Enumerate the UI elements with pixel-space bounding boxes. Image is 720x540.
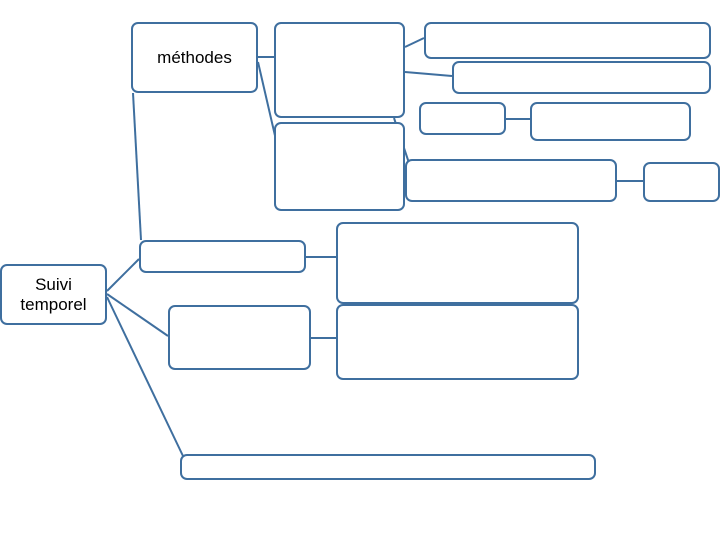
node-box-bottom-wide[interactable] bbox=[180, 454, 596, 480]
node-suivi-temporel[interactable]: Suivi temporel bbox=[0, 264, 107, 325]
node-box-mid-left-1[interactable] bbox=[139, 240, 306, 273]
node-box-right-lower-wide[interactable] bbox=[405, 159, 617, 202]
node-box-center-upper[interactable] bbox=[336, 222, 579, 304]
node-methodes[interactable]: méthodes bbox=[131, 22, 258, 93]
node-box-right-mid-small[interactable] bbox=[419, 102, 506, 135]
connector-box-top-branch-1-to-box-right-top-2 bbox=[404, 71, 453, 77]
connector-suivi-temporel-to-box-mid-left-1 bbox=[106, 258, 140, 292]
node-box-top-branch-1[interactable] bbox=[274, 22, 405, 118]
node-box-right-mid-wide[interactable] bbox=[530, 102, 691, 141]
node-box-right-lower-small[interactable] bbox=[643, 162, 720, 202]
node-box-right-top-2[interactable] bbox=[452, 61, 711, 94]
connector-methodes-to-box-mid-left-1 bbox=[132, 92, 142, 241]
node-box-center-lower[interactable] bbox=[336, 304, 579, 380]
connector-box-top-branch-1-to-box-right-top-1 bbox=[404, 37, 425, 48]
node-box-mid-left-2[interactable] bbox=[168, 305, 311, 370]
node-box-right-top-1[interactable] bbox=[424, 22, 711, 59]
node-box-top-branch-2[interactable] bbox=[274, 122, 405, 211]
connector-suivi-temporel-to-box-mid-left-2 bbox=[106, 293, 169, 337]
